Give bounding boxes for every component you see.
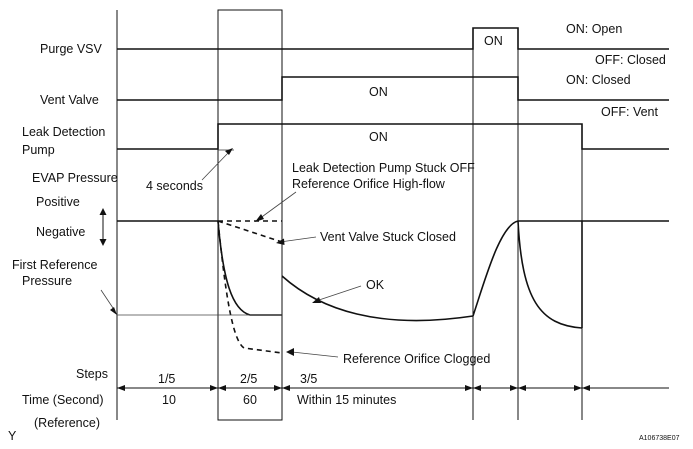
pressure-axis-arrow (99, 208, 107, 246)
negative-label: Negative (36, 225, 85, 239)
four-seconds-leader (201, 151, 230, 181)
leak-pump-on-label: ON (369, 130, 388, 144)
vent-off-legend: OFF: Vent (601, 105, 658, 119)
time-step-3: Within 15 minutes (297, 393, 396, 407)
vent-valve-label: Vent Valve (40, 93, 99, 107)
leak-pump-signal (117, 123, 669, 150)
pump-stuck-off-label: Leak Detection Pump Stuck OFF (292, 161, 475, 175)
first-ref-label-2: Pressure (22, 274, 72, 288)
step-3-label: 3/5 (300, 372, 317, 386)
leak-pump-label-1: Leak Detection (22, 125, 105, 139)
post-purge-curve (517, 220, 583, 329)
step-1-label: 1/5 (158, 372, 175, 386)
clogged-leader (291, 351, 339, 358)
evap-pressure-label: EVAP Pressure (32, 171, 118, 185)
orifice-clogged-trace (217, 220, 283, 354)
first-ref-leader (100, 289, 116, 312)
four-seconds-arrowhead (225, 148, 233, 155)
leak-pump-label-2: Pump (22, 143, 55, 157)
ok-label: OK (366, 278, 385, 292)
first-ref-arrowhead (110, 307, 117, 315)
vent-stuck-arrowhead (276, 238, 285, 245)
vent-stuck-closed-label: Vent Valve Stuck Closed (320, 230, 456, 244)
vent-stuck-closed-trace (217, 220, 283, 243)
ok-leader (315, 285, 362, 302)
time-label: Time (Second) (22, 393, 104, 407)
purge-off-legend: OFF: Closed (595, 53, 666, 67)
vent-on-legend: ON: Closed (566, 73, 631, 87)
time-step-1: 10 (162, 393, 176, 407)
clogged-arrowhead (286, 348, 294, 356)
pump-stuck-arrowhead (255, 214, 264, 222)
first-ref-label-1: First Reference (12, 258, 97, 272)
step-dimension-line (117, 385, 669, 391)
time-step-2: 60 (243, 393, 257, 407)
vent-valve-signal (117, 76, 669, 101)
first-ref-curve (217, 220, 282, 316)
purge-recovery-curve (472, 220, 519, 317)
four-seconds-label: 4 seconds (146, 179, 203, 193)
figure-code: A106738E07 (639, 435, 680, 442)
purge-vsv-label: Purge VSV (40, 42, 103, 56)
vent-valve-on-label: ON (369, 85, 388, 99)
vent-stuck-leader (279, 236, 317, 243)
ok-decay-curve (281, 275, 474, 322)
purge-vsv-signal (117, 27, 669, 50)
orifice-clogged-label: Reference Orifice Clogged (343, 352, 490, 366)
purge-on-legend: ON: Open (566, 22, 622, 36)
positive-label: Positive (36, 195, 80, 209)
step-2-label: 2/5 (240, 372, 257, 386)
steps-label: Steps (76, 367, 108, 381)
purge-vsv-on-label: ON (484, 34, 503, 48)
ok-arrowhead (312, 297, 321, 303)
step-2-frame (217, 9, 283, 421)
reference-label: (Reference) (34, 416, 100, 430)
corner-mark: Y (8, 429, 17, 443)
pump-stuck-leader (258, 191, 297, 220)
orifice-high-flow-label: Reference Orifice High-flow (292, 177, 446, 191)
